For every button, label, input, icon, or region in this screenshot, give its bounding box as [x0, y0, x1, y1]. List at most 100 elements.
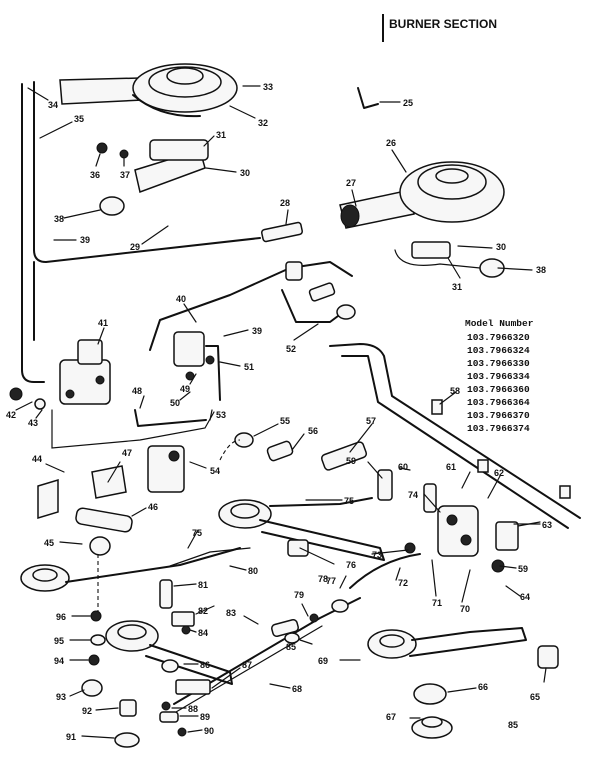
spud-60 [377, 469, 393, 501]
section-title: BURNER SECTION [389, 17, 497, 31]
callout-29: 29 [130, 242, 140, 252]
ignitor-bracket-top [96, 139, 209, 216]
gas-tube-left [21, 83, 45, 383]
cap-78 [331, 599, 349, 613]
nut-90 [177, 727, 187, 737]
fitting-83 [271, 618, 299, 638]
callout-28: 28 [280, 198, 290, 208]
nut-84 [181, 625, 191, 635]
pressure-regulator [59, 339, 111, 405]
ignitor-block-54 [147, 445, 185, 493]
callout-70: 70 [460, 604, 470, 614]
callout-46: 46 [148, 502, 158, 512]
nut-91 [114, 732, 140, 748]
gas-tube-29 [33, 237, 261, 263]
nut-88 [161, 701, 171, 711]
middle-burner [218, 497, 385, 561]
cap-85 [284, 632, 300, 644]
callout-74: 74 [408, 490, 418, 500]
elbow-25 [357, 87, 379, 109]
callout-39: 39 [252, 326, 262, 336]
callout-41: 41 [98, 318, 108, 328]
bracket-87 [175, 679, 211, 695]
grommet-65 [537, 645, 559, 669]
callout-31: 31 [216, 130, 226, 140]
callout-30: 30 [496, 242, 506, 252]
callout-44: 44 [32, 454, 42, 464]
knob-67 [411, 716, 453, 739]
model-number: 103.7966334 [467, 371, 530, 382]
bracket-47 [91, 465, 127, 499]
callout-45: 45 [44, 538, 54, 548]
callout-92: 92 [82, 706, 92, 716]
callout-88: 88 [188, 704, 198, 714]
model-number: 103.7966370 [467, 410, 530, 421]
callout-32: 32 [258, 118, 268, 128]
spud-92 [119, 699, 137, 717]
model-number: 103.7966360 [467, 384, 530, 395]
fitting-77 [287, 539, 309, 557]
orifice-81 [159, 579, 173, 609]
callout-34: 34 [48, 100, 58, 110]
bracket-44 [37, 478, 59, 520]
callout-80: 80 [248, 566, 258, 576]
manifold-pipe [329, 343, 581, 519]
tube-80 [169, 547, 251, 567]
front-left-burner [105, 620, 233, 685]
callout-62: 62 [494, 468, 504, 478]
fitting-28 [260, 221, 304, 243]
spud-46 [75, 507, 133, 533]
callout-68: 68 [292, 684, 302, 694]
callout-94: 94 [54, 656, 64, 666]
callout-83: 83 [226, 608, 236, 618]
callout-42: 42 [6, 410, 16, 420]
callout-82: 82 [198, 606, 208, 616]
callout-38: 38 [54, 214, 64, 224]
callout-52: 52 [286, 344, 296, 354]
callout-53: 53 [216, 410, 226, 420]
callout-71: 71 [432, 598, 442, 608]
fitting-89 [159, 711, 179, 723]
orifice-assembly [173, 331, 221, 401]
callout-25: 25 [403, 98, 413, 108]
callout-37: 37 [120, 170, 130, 180]
callout-59: 59 [518, 564, 528, 574]
front-right-burner [367, 627, 527, 659]
callout-66: 66 [478, 682, 488, 692]
callout-59: 59 [346, 456, 356, 466]
model-number: 103.7966364 [467, 397, 530, 408]
model-number-list: Model Number 103.7966320 103.7966324 103… [465, 318, 534, 434]
washer-95 [90, 634, 106, 646]
fitting-56 [266, 440, 294, 462]
page-number: 85 [508, 720, 518, 730]
valve-manifold-57 [320, 441, 368, 471]
knob-93 [81, 679, 103, 697]
callout-26: 26 [386, 138, 396, 148]
callout-90: 90 [204, 726, 214, 736]
nut-42 [9, 387, 23, 401]
callout-38: 38 [536, 265, 546, 275]
tube-72 [349, 553, 421, 589]
callout-84: 84 [198, 628, 208, 638]
callout-35: 35 [74, 114, 84, 124]
valve-block [437, 505, 519, 573]
knob-45 [89, 536, 111, 556]
callout-54: 54 [210, 466, 220, 476]
callout-93: 93 [56, 692, 66, 702]
callout-75: 75 [192, 528, 202, 538]
cap-86 [161, 659, 179, 673]
callout-60: 60 [398, 462, 408, 472]
gas-line-40 [149, 261, 353, 351]
callout-75: 75 [344, 496, 354, 506]
model-number-header: Model Number [465, 318, 534, 329]
spud-74 [423, 483, 437, 513]
callout-47: 47 [122, 448, 132, 458]
knob-66 [413, 683, 447, 705]
callout-86: 86 [200, 660, 210, 670]
top-left-burner [59, 63, 238, 118]
callout-77: 77 [326, 576, 336, 586]
callout-87: 87 [242, 660, 252, 670]
callout-labels: 25 26 27 28 29 30 30 31 31 32 33 34 35 3… [6, 82, 552, 742]
callout-79: 79 [294, 590, 304, 600]
